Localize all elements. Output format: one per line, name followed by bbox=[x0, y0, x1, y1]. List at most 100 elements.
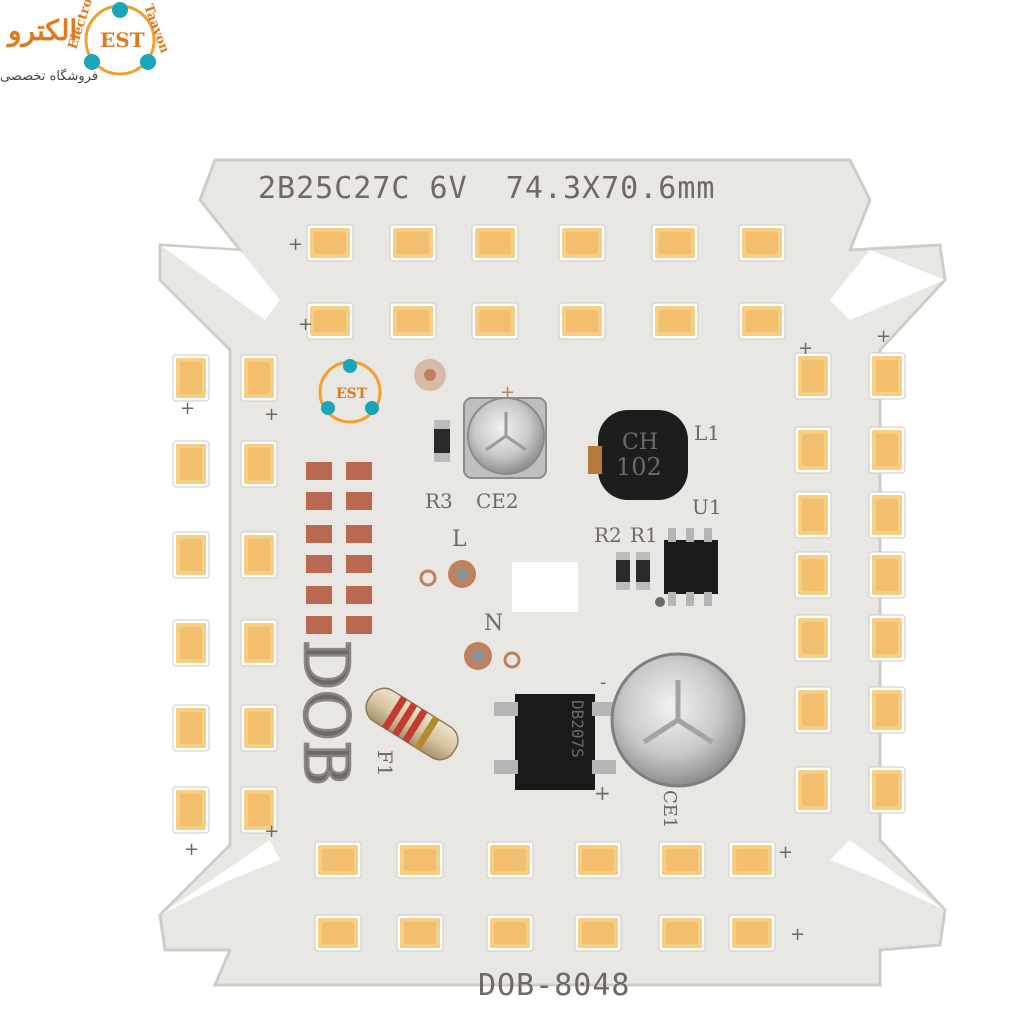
led-left-c2-1 bbox=[240, 354, 278, 402]
led-left-c1-5 bbox=[172, 704, 210, 752]
led-top-r2-5 bbox=[651, 302, 699, 340]
led-right-c2-7 bbox=[868, 766, 906, 814]
svg-text:+: + bbox=[798, 338, 813, 359]
label-bridge-minus: - bbox=[600, 672, 607, 693]
watermark-persian-sub: فروشگاه تخصصی bbox=[0, 68, 98, 84]
led-top-r2-6 bbox=[738, 302, 786, 340]
copper-pad-1-4 bbox=[306, 555, 332, 573]
led-top-r1-3 bbox=[471, 224, 519, 262]
led-left-c1-4 bbox=[172, 619, 210, 667]
led-right-c1-4 bbox=[794, 551, 832, 599]
notch-bottom-right bbox=[830, 840, 945, 910]
led-bottom-r1-6 bbox=[728, 841, 776, 879]
label-r2: R2 bbox=[594, 523, 622, 547]
ic-u1 bbox=[655, 528, 718, 607]
copper-pad-2-6 bbox=[346, 616, 372, 634]
bridge-rectifier: DB207S bbox=[494, 694, 616, 790]
led-right-c1-1 bbox=[794, 352, 832, 400]
capacitor-ce2 bbox=[463, 397, 547, 479]
inductor-marking-2: 102 bbox=[616, 453, 662, 481]
led-bottom-r2-3 bbox=[486, 914, 534, 952]
svg-text:+: + bbox=[778, 842, 793, 863]
label-u1: U1 bbox=[692, 495, 722, 519]
led-left-c2-5 bbox=[240, 704, 278, 752]
copper-pad-2-4 bbox=[346, 555, 372, 573]
svg-text:+: + bbox=[184, 839, 199, 860]
led-left-c1-2 bbox=[172, 440, 210, 488]
label-f1: F1 bbox=[373, 750, 397, 777]
terminal-n bbox=[464, 642, 521, 670]
led-right-c2-4 bbox=[868, 551, 906, 599]
led-right-c2-5 bbox=[868, 614, 906, 662]
label-input-l: L bbox=[452, 527, 467, 552]
polarity-markers: + + + + + + + + + + bbox=[180, 234, 891, 945]
led-right-c1-3 bbox=[794, 491, 832, 539]
watermark-latin-right: Taavon bbox=[140, 2, 172, 56]
copper-pad-2-5 bbox=[346, 586, 372, 604]
led-bottom-r1-1 bbox=[314, 841, 362, 879]
led-top-r2-3 bbox=[471, 302, 519, 340]
copper-pad-2-1 bbox=[346, 462, 372, 480]
watermark-logo-small: EST bbox=[318, 359, 382, 424]
led-left-c1-1 bbox=[172, 354, 210, 402]
led-right-c2-3 bbox=[868, 491, 906, 539]
led-bottom-r1-5 bbox=[658, 841, 706, 879]
fuse-f1 bbox=[365, 687, 459, 761]
resistor-r3 bbox=[434, 420, 450, 462]
led-right-c2-6 bbox=[868, 686, 906, 734]
inductor-l1: CH 102 bbox=[588, 410, 688, 500]
svg-text:+: + bbox=[790, 924, 805, 945]
copper-pad-1-1 bbox=[306, 462, 332, 480]
svg-text:+: + bbox=[264, 404, 279, 425]
board-cutout-hole bbox=[512, 562, 578, 612]
resistor-r1 bbox=[636, 552, 650, 590]
svg-text:+: + bbox=[288, 234, 303, 255]
svg-text:EST: EST bbox=[336, 386, 368, 402]
copper-pad-2-2 bbox=[346, 492, 372, 510]
resistor-r2 bbox=[616, 552, 630, 590]
led-top-r2-2 bbox=[389, 302, 437, 340]
svg-text:+: + bbox=[180, 398, 195, 419]
capacitor-ce1 bbox=[610, 652, 746, 788]
led-left-c2-6 bbox=[240, 786, 278, 834]
copper-pad-2-3 bbox=[346, 525, 372, 543]
brand-vertical-label: DOB bbox=[290, 640, 363, 786]
led-array bbox=[172, 224, 906, 952]
led-left-c1-6 bbox=[172, 786, 210, 834]
led-bottom-r2-4 bbox=[574, 914, 622, 952]
led-right-c1-6 bbox=[794, 686, 832, 734]
led-bottom-r1-4 bbox=[574, 841, 622, 879]
board-bottom-label: DOB-8048 bbox=[478, 968, 631, 1003]
label-ce1: CE1 bbox=[659, 790, 680, 828]
label-r3: R3 bbox=[425, 489, 453, 513]
led-top-r1-5 bbox=[651, 224, 699, 262]
bridge-marking: DB207S bbox=[568, 700, 587, 758]
terminal-l bbox=[419, 560, 476, 588]
copper-pad-1-5 bbox=[306, 586, 332, 604]
copper-pad-1-2 bbox=[306, 492, 332, 510]
led-top-r1-2 bbox=[389, 224, 437, 262]
led-bottom-r1-2 bbox=[396, 841, 444, 879]
svg-text:+: + bbox=[298, 314, 313, 335]
led-top-r1-1 bbox=[306, 224, 354, 262]
watermark-monogram: EST bbox=[100, 28, 145, 52]
led-bottom-r2-1 bbox=[314, 914, 362, 952]
svg-text:+: + bbox=[876, 326, 891, 347]
led-top-r2-4 bbox=[558, 302, 606, 340]
led-left-c2-2 bbox=[240, 440, 278, 488]
label-r1: R1 bbox=[630, 523, 658, 547]
led-bottom-r2-2 bbox=[396, 914, 444, 952]
led-left-c2-4 bbox=[240, 619, 278, 667]
label-bridge-plus: + bbox=[594, 781, 611, 805]
led-right-c1-5 bbox=[794, 614, 832, 662]
copper-pad-array bbox=[306, 462, 372, 634]
copper-pad-1-3 bbox=[306, 525, 332, 543]
led-top-r1-6 bbox=[738, 224, 786, 262]
watermark-logo-corner: EST Electro Taavon الکترو فروشگاه تخصصی bbox=[0, 0, 172, 84]
inductor-marking-1: CH bbox=[622, 430, 658, 455]
label-ce2: CE2 bbox=[476, 489, 519, 513]
led-right-c1-7 bbox=[794, 766, 832, 814]
led-top-r2-1 bbox=[306, 302, 354, 340]
led-left-c2-3 bbox=[240, 531, 278, 579]
